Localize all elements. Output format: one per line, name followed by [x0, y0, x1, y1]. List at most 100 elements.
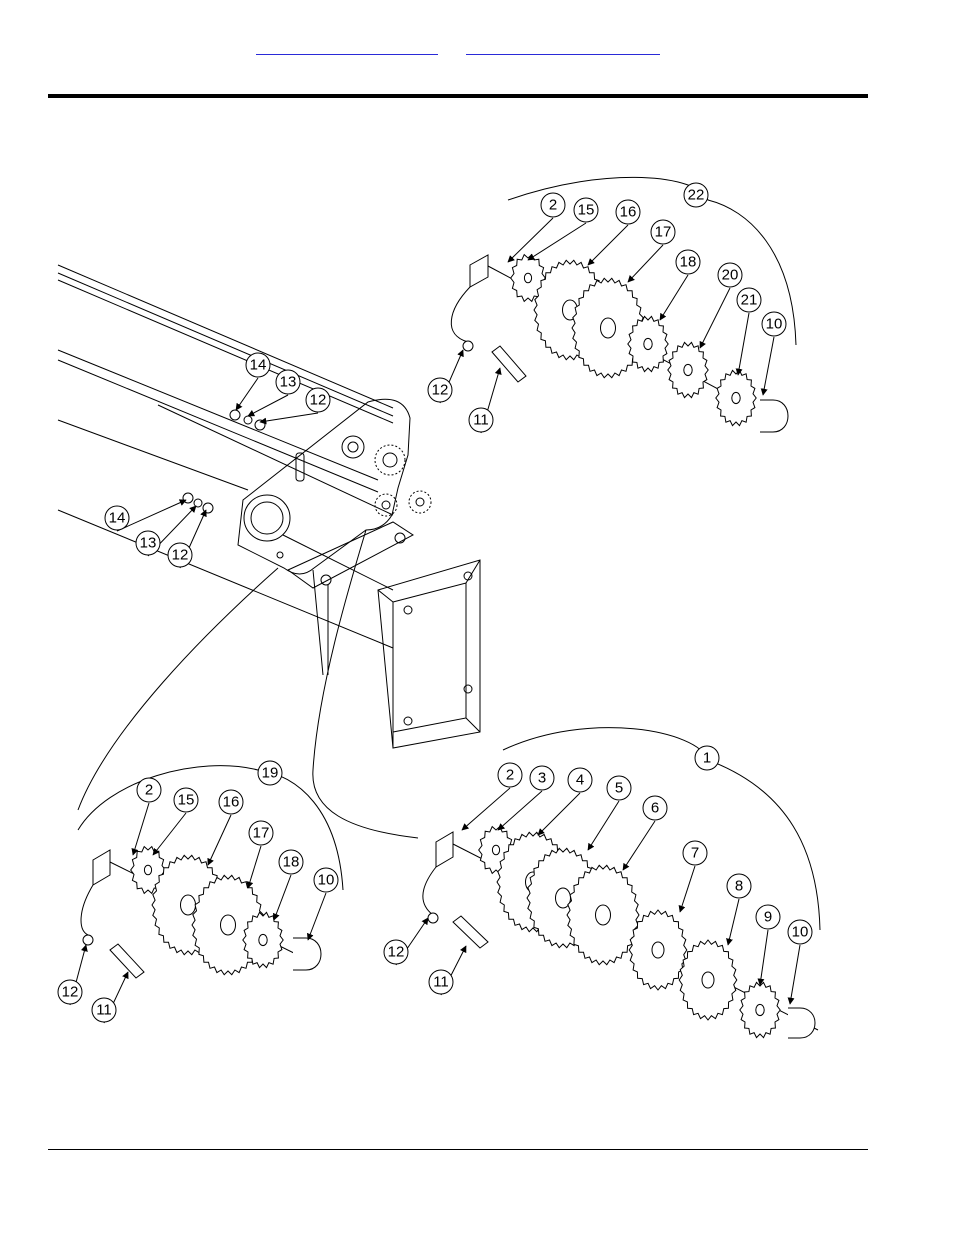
leader-c18a [659, 274, 689, 321]
toolbar-frame [57, 264, 481, 839]
callout-c18b: 18 [278, 849, 304, 875]
callout-label-c6: 6 [651, 800, 659, 817]
leader-c16a [587, 224, 629, 266]
leader-c4 [537, 792, 581, 836]
callout-label-c7: 7 [691, 845, 699, 862]
callout-c1: 1 [694, 745, 720, 771]
leader-lines [69, 217, 801, 1024]
sprocket-assemblies [77, 176, 821, 1039]
sprocket-9 [739, 981, 781, 1039]
assembly-19 [77, 765, 344, 979]
callout-c12a: 12 [427, 377, 453, 403]
callout-label-c4: 4 [576, 772, 584, 789]
callout-c4: 4 [567, 767, 593, 793]
leader-c17a [627, 244, 664, 283]
callout-c17a: 17 [650, 219, 676, 245]
callout-c14b: 14 [104, 505, 130, 531]
callout-c11a: 11 [468, 407, 494, 433]
header-rule [48, 94, 868, 98]
callout-c16a: 16 [615, 199, 641, 225]
callout-label-c2c: 2 [145, 782, 153, 799]
leader-c2a [507, 217, 554, 263]
leader-c5 [587, 800, 620, 851]
callout-c5: 5 [606, 775, 632, 801]
callout-c12c: 12 [167, 542, 193, 568]
leader-c8 [726, 898, 740, 946]
callout-label-c16a: 16 [620, 204, 637, 221]
leader-c2c [131, 802, 150, 856]
callout-label-c14a: 14 [250, 357, 267, 374]
callout-label-c11a: 11 [473, 412, 489, 429]
callout-c8: 8 [726, 873, 752, 899]
callout-label-c21: 21 [741, 292, 758, 309]
leader-c6 [622, 820, 656, 871]
callout-label-c2b: 2 [506, 767, 514, 784]
callout-c12d: 12 [57, 979, 83, 1005]
callout-label-c18b: 18 [283, 854, 300, 871]
callout-label-c12c: 12 [172, 547, 189, 564]
callout-c10c: 10 [313, 867, 339, 893]
callout-c10a: 10 [761, 311, 787, 337]
leader-c14a [235, 377, 259, 411]
callout-c11b: 11 [428, 969, 454, 995]
leader-c10a [760, 336, 775, 396]
callout-c19: 19 [257, 760, 283, 786]
callout-c15a: 15 [573, 197, 599, 223]
sprocket-7 [628, 909, 688, 991]
callout-label-c11c: 11 [96, 1002, 112, 1019]
leader-c12b [259, 412, 319, 425]
callout-label-c22: 22 [688, 187, 705, 204]
leader-c20 [699, 287, 731, 349]
callout-label-c13a: 13 [280, 374, 297, 391]
leader-c10b [787, 944, 801, 1005]
callout-c17b: 17 [248, 820, 274, 846]
callout-label-c12b: 12 [310, 392, 327, 409]
callout-label-c20: 20 [722, 267, 739, 284]
callout-c10b: 10 [787, 919, 813, 945]
assembly-22 [450, 176, 797, 433]
callout-c2c: 2 [136, 777, 162, 803]
callout-c12e: 12 [383, 939, 409, 965]
callout-c22: 22 [683, 182, 709, 208]
leader-c9 [757, 929, 769, 986]
callout-c11c: 11 [91, 997, 117, 1023]
callout-label-c14b: 14 [109, 510, 126, 527]
leader-c2b [461, 787, 511, 831]
callout-label-c1: 1 [703, 750, 711, 767]
leader-c21 [735, 312, 750, 376]
leader-c3 [497, 790, 543, 831]
leader-c13a [247, 394, 289, 417]
callout-c16b: 16 [218, 789, 244, 815]
leader-c17b [246, 845, 262, 889]
callout-c12b: 12 [305, 387, 331, 413]
sprocket-6 [566, 864, 640, 966]
callout-label-c11b: 11 [433, 974, 449, 991]
callout-c2a: 2 [540, 192, 566, 218]
callout-label-c10c: 10 [318, 872, 335, 889]
callout-c20: 20 [717, 262, 743, 288]
callout-label-c8: 8 [735, 878, 743, 895]
assembly-1 [422, 727, 821, 1039]
leader-c16b [207, 814, 232, 866]
callout-c13a: 13 [275, 369, 301, 395]
callout-c15b: 15 [173, 787, 199, 813]
callout-c13b: 13 [135, 530, 161, 556]
callout-c6: 6 [642, 795, 668, 821]
leader-c15b [152, 812, 187, 856]
callout-label-c13b: 13 [140, 535, 157, 552]
callout-label-c17a: 17 [655, 224, 672, 241]
header-link-2[interactable] [466, 44, 660, 55]
header-link-1[interactable] [256, 44, 438, 55]
callout-c14a: 14 [245, 352, 271, 378]
callout-label-c16b: 16 [223, 794, 240, 811]
callout-c2b: 2 [497, 762, 523, 788]
callout-label-c18a: 18 [680, 254, 697, 271]
callout-label-c5: 5 [615, 780, 623, 797]
leader-c10c [306, 892, 327, 941]
callout-label-c10b: 10 [792, 924, 809, 941]
sprocket-20-top [667, 341, 709, 399]
callout-label-c9: 9 [764, 909, 772, 926]
sprocket-18-top [627, 315, 669, 373]
